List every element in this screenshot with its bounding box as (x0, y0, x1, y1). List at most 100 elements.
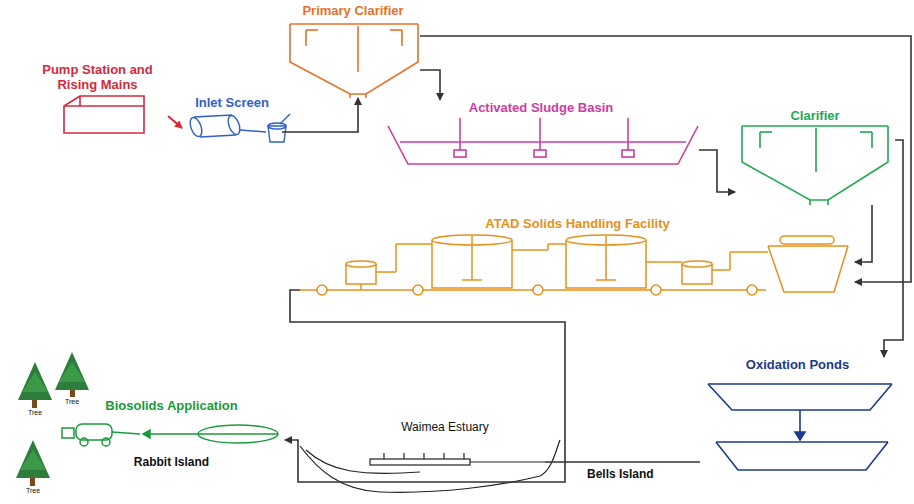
stage-heading: Activated Sludge Basin (467, 100, 615, 115)
atad-equipment-part (729, 252, 731, 270)
inlet-screen-symbol-part (188, 116, 204, 138)
primary-clarifier-symbol-part (401, 30, 403, 46)
inlet-screen-box: Inlet Screen (182, 95, 282, 145)
clarifier-symbol-part (827, 200, 829, 205)
biosolids-equipment-part (112, 432, 140, 434)
clarifier-symbol-part (759, 132, 761, 148)
tree-symbols (16, 352, 89, 486)
aeration-basin-symbol-part (388, 126, 698, 164)
clarifier-symbol-part (860, 131, 872, 133)
atad-equipment-part (548, 243, 566, 245)
flow-connector (545, 461, 700, 463)
inlet-screen-symbol-part (268, 123, 286, 129)
atad-equipment-part (360, 284, 362, 290)
estuary-symbol-part (463, 453, 464, 459)
pump-station-symbol-part (64, 96, 144, 133)
atad-equipment-part (747, 285, 757, 295)
estuary-symbol-part (370, 459, 470, 465)
primary-clarifier-symbol-part (305, 30, 307, 46)
primary-clarifier-box: Primary Clarifier (286, 3, 420, 98)
estuary-symbol (300, 440, 560, 492)
pump-station-symbol-part (79, 96, 81, 106)
atad-equipment-part (462, 279, 482, 281)
tree-label: Tree (64, 398, 80, 406)
clarifier-symbol-part (809, 200, 811, 205)
flow-connector (282, 98, 358, 132)
place-label: Bells Island (585, 467, 656, 481)
oxidation-ponds-symbol-part (708, 384, 892, 410)
stage-heading: Clarifier (788, 108, 841, 123)
aeration-basin-symbol-part (622, 150, 634, 157)
clarifier-symbol-part (815, 128, 817, 172)
biosolids-box: Biosolids ApplicationRabbit Island (58, 398, 285, 470)
estuary-box: Waimea Estuary (345, 420, 545, 474)
atad-equipment-part (682, 261, 712, 267)
biosolids-equipment-part (62, 428, 74, 438)
primary-clarifier-symbol-part (357, 26, 359, 72)
place-name: Rabbit Island (132, 455, 211, 470)
atad-equipment-part (533, 285, 543, 295)
estuary-symbol-part (300, 440, 560, 492)
primary-clarifier-symbol-part (290, 23, 418, 25)
oxidation-ponds-box: Oxidation Ponds (700, 357, 895, 475)
inlet-screen-symbol-part (280, 114, 290, 124)
atad-equipment-part (413, 285, 423, 295)
tree-label: Tree (25, 487, 41, 495)
aeration-basin-symbol-part (534, 150, 546, 157)
atad-equipment-part (651, 285, 661, 295)
aeration-basin-symbol-part (400, 141, 686, 143)
stage-heading: Waimea Estuary (399, 420, 491, 435)
primary-clarifier-symbol-part (290, 24, 418, 94)
stage-heading: ATAD Solids Handling Facility (483, 216, 671, 231)
stage-heading: Pump Station and Rising Mains (27, 62, 168, 92)
tree-symbols-part (55, 352, 89, 390)
flow-connector (168, 116, 182, 128)
atad-equipment-part (395, 244, 397, 272)
stage-heading: Oxidation Ponds (744, 357, 851, 372)
atad-equipment-part (605, 236, 607, 280)
atad-equipment-part (646, 261, 682, 263)
flow-connector (285, 290, 565, 482)
aeration-basin-symbol-part (454, 150, 466, 157)
tree-symbols-part (18, 362, 52, 400)
atad-equipment-part (512, 249, 548, 251)
activated-sludge-box: Activated Sludge Basin (383, 100, 699, 168)
stage-heading: Biosolids Application (103, 398, 239, 413)
primary-clarifier-symbol (290, 24, 418, 98)
pump-station-box: Pump Station and Rising Mains (27, 62, 168, 136)
oxidation-ponds-symbol-part (795, 432, 805, 440)
clarifier-symbol-part (742, 125, 888, 127)
tree-symbols-part (59, 362, 85, 382)
biosolids-equipment (62, 424, 278, 446)
atad-equipment-part (346, 261, 376, 267)
tree-symbols-part (16, 440, 50, 478)
atad-equipment-part (596, 279, 616, 281)
atad-equipment-part (768, 245, 848, 247)
clarifier-symbol-part (742, 126, 888, 200)
oxidation-ponds-symbol (708, 384, 892, 470)
stage-heading: Primary Clarifier (300, 3, 405, 18)
atad-equipment-part (317, 285, 327, 295)
estuary-symbol-part (306, 450, 420, 473)
estuary-symbol-part (423, 453, 424, 459)
oxidation-ponds-symbol-part (708, 383, 892, 385)
estuary-symbol-part (443, 453, 444, 459)
atad-facility-box: ATAD Solids Handling Facility (300, 216, 855, 306)
atad-equipment-part (712, 269, 730, 271)
atad-equipment-part (547, 244, 549, 250)
atad-equipment (300, 235, 848, 295)
inlet-screen-symbol-part (240, 130, 266, 132)
oxidation-ponds-symbol-part (716, 441, 888, 443)
clarifier-symbol (742, 126, 888, 205)
tree-symbols-part (22, 372, 48, 392)
flow-connector (855, 205, 872, 262)
flow-connector (699, 150, 735, 192)
estuary-symbol-part (470, 461, 545, 462)
aeration-basin-symbol-part (539, 118, 541, 150)
oxidation-ponds-symbol-part (716, 442, 888, 470)
tree-symbols-part (20, 450, 46, 470)
biosolids-equipment-part (80, 438, 88, 446)
biosolids-equipment-part (198, 433, 278, 435)
atad-equipment-part (471, 236, 473, 280)
